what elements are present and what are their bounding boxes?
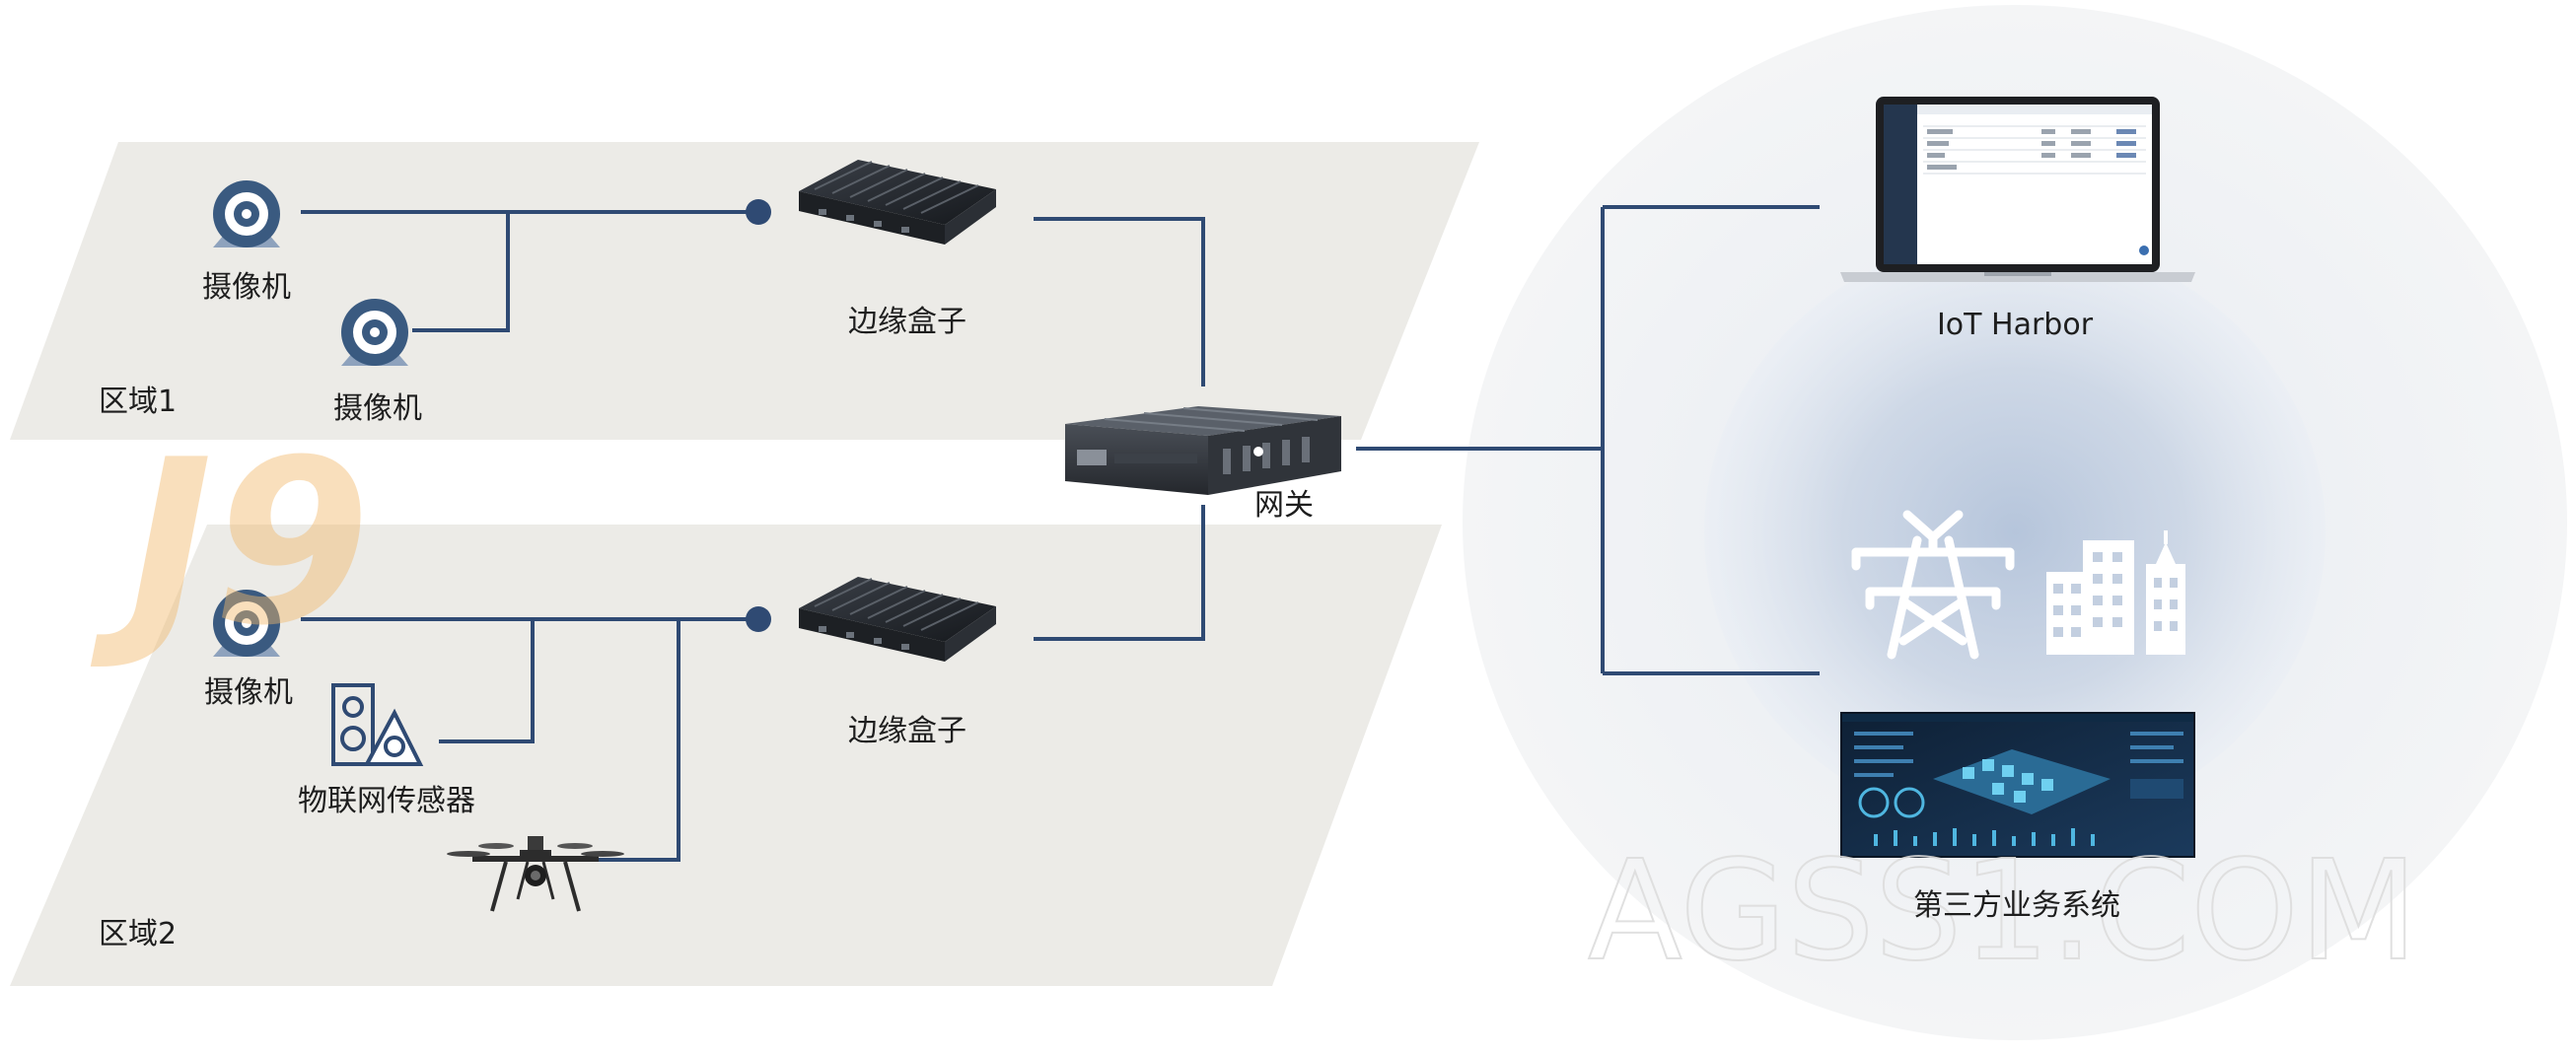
- iot-sensor-icon: [331, 683, 424, 766]
- dashboard-screen-icon: [1840, 712, 2195, 858]
- watermark-agss1: AGSS1.COM: [1588, 831, 2418, 992]
- gateway-icon: [1065, 406, 1341, 495]
- link-edgebox1-gateway: [1034, 217, 1205, 387]
- zone-1-label: 区域1: [99, 385, 178, 419]
- connection-lines: [301, 205, 1820, 862]
- camera-icon: [213, 180, 280, 247]
- camera-2-label: 摄像机: [333, 391, 422, 426]
- link-camera2: [412, 212, 510, 332]
- cloud-halo-inner: [1704, 237, 2326, 828]
- junction-dot-2: [746, 606, 771, 632]
- camera-1-label: 摄像机: [202, 270, 291, 305]
- buildings-icon: [2046, 530, 2185, 655]
- watermark-j9: J9: [90, 412, 371, 675]
- link-drone: [587, 619, 680, 862]
- laptop-icon: [1840, 97, 2195, 282]
- link-sensor: [439, 619, 535, 743]
- edge-box-1-label: 边缘盒子: [848, 305, 966, 339]
- junction-dot-1: [746, 199, 771, 225]
- iot-sensor-label: 物联网传感器: [298, 784, 475, 818]
- iot-harbor-label: IoT Harbor: [1936, 308, 2094, 342]
- camera-3-label: 摄像机: [204, 675, 293, 710]
- drone-icon: [447, 836, 624, 912]
- gateway-label: 网关: [1254, 488, 1314, 523]
- edge-box-2-label: 边缘盒子: [848, 714, 966, 748]
- third-party-system-label: 第三方业务系统: [1913, 888, 2120, 923]
- zone-2-label: 区域2: [99, 917, 178, 951]
- link-edgebox2-gateway: [1034, 505, 1205, 641]
- camera-icon: [341, 299, 408, 366]
- power-tower-icon: [1851, 510, 2015, 660]
